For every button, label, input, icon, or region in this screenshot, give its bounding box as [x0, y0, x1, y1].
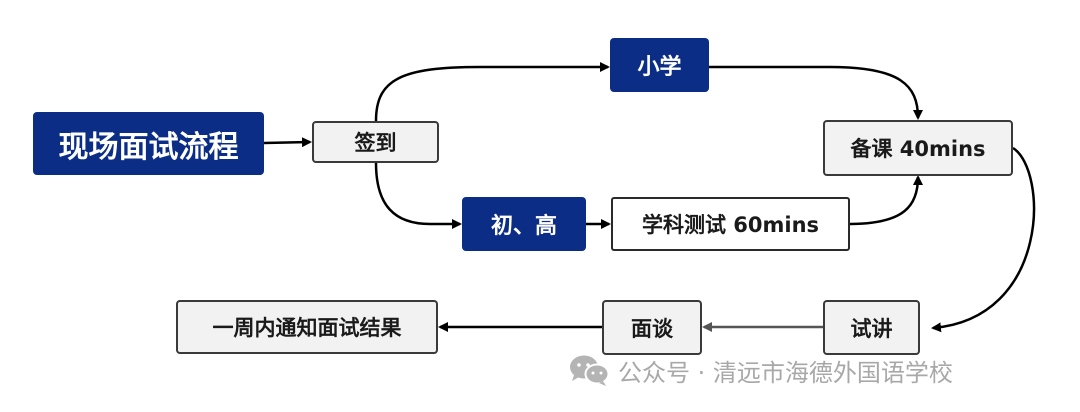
node-primary: 小学	[610, 38, 709, 92]
arrow-lesson-prep-to-trial-lecture	[931, 146, 1036, 333]
arrow-checkin-to-primary	[374, 62, 610, 122]
node-title: 现场面试流程	[33, 112, 264, 175]
arrow-primary-to-lesson-prep	[709, 65, 923, 120]
node-middle-high: 初、高	[462, 197, 586, 251]
node-notify: 一周内通知面试结果	[176, 300, 438, 354]
node-lesson-prep: 备课 40mins	[823, 120, 1013, 176]
node-interview: 面谈	[602, 300, 702, 355]
node-trial-lecture: 试讲	[823, 300, 920, 355]
watermark-text: 公众号 · 清远市海德外国语学校	[618, 358, 953, 387]
wechat-icon	[570, 355, 610, 386]
watermark: 公众号 · 清远市海德外国语学校	[568, 350, 953, 390]
arrow-subject-test-to-lesson-prep	[849, 175, 923, 226]
arrow-checkin-to-middle-high	[374, 162, 462, 229]
arrow-title-to-checkin	[263, 137, 312, 148]
node-checkin: 签到	[312, 121, 439, 163]
node-subject-test: 学科测试 60mins	[611, 197, 850, 251]
